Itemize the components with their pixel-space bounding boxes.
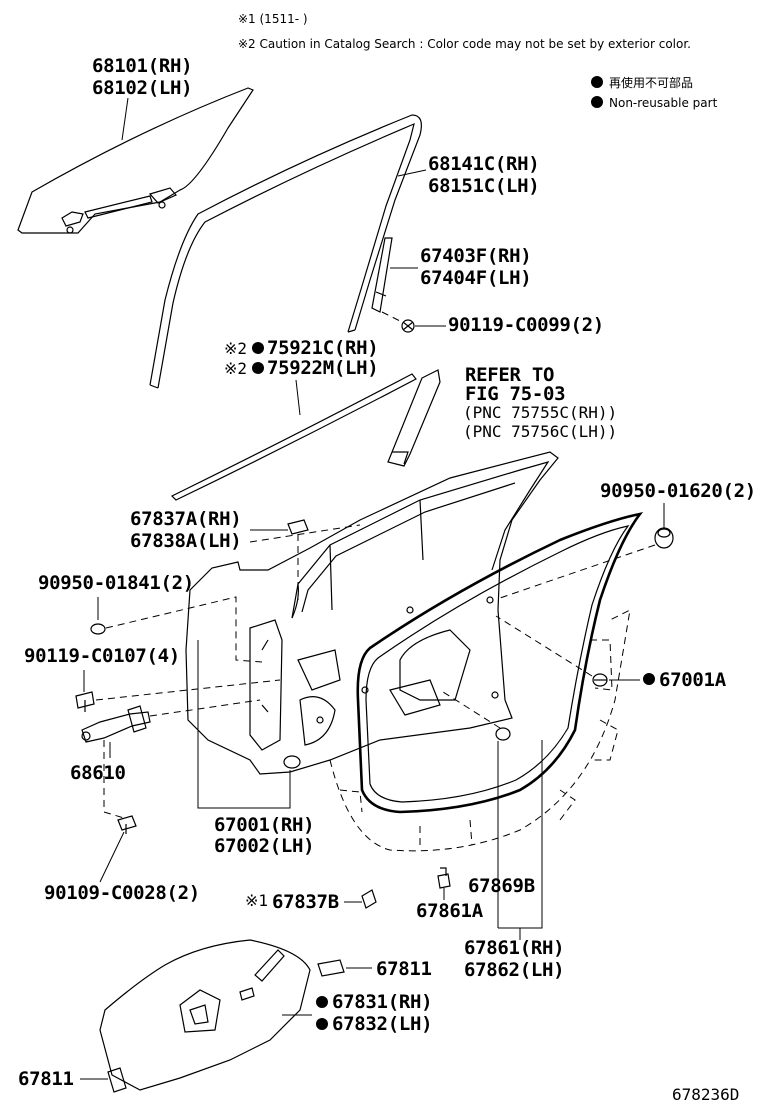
dash-guide	[439, 689, 501, 729]
pad-67837b[interactable]	[361, 889, 377, 909]
label-90950-01841: 90950-01841(2)	[38, 572, 194, 594]
non-reusable-dot-icon	[252, 342, 264, 354]
leader-bracket	[498, 740, 543, 929]
label-67862: 67862(LH)	[464, 959, 564, 981]
dash-guide	[105, 596, 263, 663]
label-68610: 68610	[70, 762, 126, 784]
label-68151c: 68151C(LH)	[428, 175, 539, 197]
label-67869b: 67869B	[468, 875, 535, 897]
rear-sash[interactable]	[371, 237, 393, 313]
dash-guide	[103, 740, 125, 819]
label-75921c: 75921C(RH)	[267, 337, 378, 359]
weatherstrip[interactable]	[356, 512, 644, 814]
label-67001a: 67001A	[659, 669, 727, 691]
label-67831: 67831(RH)	[332, 991, 432, 1013]
non-reusable-dot-icon	[643, 673, 655, 685]
dash-guide	[249, 524, 361, 543]
label-67837a: 67837A(RH)	[130, 508, 241, 530]
clip-67869b[interactable]	[495, 727, 511, 741]
bolt-c0099[interactable]	[381, 311, 415, 333]
non-reusable-dot-icon	[316, 996, 328, 1008]
label-pnc-rh: (PNC 75755C(RH))	[463, 403, 617, 422]
label-67838a: 67838A(LH)	[130, 530, 241, 552]
label-refer-to: REFER TO	[465, 364, 554, 386]
label-fig: FIG 75-03	[465, 383, 565, 405]
label-90950-01620: 90950-01620(2)	[600, 480, 756, 502]
leader-line	[295, 379, 301, 416]
label-68141c: 68141C(RH)	[428, 153, 539, 175]
label-67861: 67861(RH)	[464, 937, 564, 959]
lower-door-structure	[329, 609, 631, 852]
dash-guide	[95, 679, 281, 701]
label-90119-c0107: 90119-C0107(4)	[24, 645, 180, 667]
door-check[interactable]	[81, 705, 151, 743]
label-67001: 67001(RH)	[214, 814, 314, 836]
leader-line	[121, 97, 129, 141]
door-panel[interactable]	[185, 451, 559, 775]
non-reusable-dot-icon	[591, 76, 603, 88]
note-2: ※2 Caution in Catalog Search : Color cod…	[238, 37, 691, 51]
bolt-c0028[interactable]	[117, 815, 137, 834]
label-67861a: 67861A	[416, 900, 484, 922]
dash-guide	[149, 699, 261, 717]
service-hole-cover[interactable]	[99, 939, 311, 1091]
foam-67811-bottom[interactable]	[107, 1067, 127, 1093]
label-67811-bottom: 67811	[18, 1068, 74, 1090]
note-1: ※1 (1511- )	[238, 12, 308, 26]
legend-jp: 再使用不可部品	[609, 75, 693, 90]
non-reusable-dot-icon	[591, 96, 603, 108]
dash-guide	[499, 544, 656, 599]
dash-guide	[495, 615, 593, 677]
label-90109-c0028: 90109-C0028(2)	[44, 882, 200, 904]
figure-id: 678236D	[672, 1085, 739, 1104]
mark-2a: ※2	[224, 339, 247, 358]
label-67002: 67002(LH)	[214, 835, 314, 857]
non-reusable-dot-icon	[316, 1018, 328, 1030]
leader-bracket	[197, 640, 291, 809]
bolt-c0107[interactable]	[75, 691, 95, 712]
leader-line	[397, 169, 427, 177]
frame-pad[interactable]	[287, 519, 309, 535]
label-67832: 67832(LH)	[332, 1013, 432, 1035]
mark-1: ※1	[245, 891, 268, 910]
door-glass[interactable]	[17, 87, 254, 234]
glass-run[interactable]	[149, 114, 422, 389]
plug-01841[interactable]	[90, 623, 106, 635]
non-reusable-dot-icon	[252, 362, 264, 374]
regulator-bracket	[389, 679, 441, 716]
label-pnc-lh: (PNC 75756C(LH))	[463, 422, 617, 441]
label-67811-top: 67811	[376, 958, 432, 980]
label-68101: 68101(RH)	[92, 55, 192, 77]
label-90119-c0099: 90119-C0099(2)	[448, 314, 604, 336]
window-regulator	[399, 629, 471, 701]
clip-01620[interactable]	[654, 527, 674, 549]
belt-moulding[interactable]	[170, 373, 417, 501]
clip-67861a[interactable]	[437, 867, 451, 889]
label-67403f: 67403F(RH)	[420, 245, 531, 267]
mark-2b: ※2	[224, 359, 247, 378]
label-68102: 68102(LH)	[92, 77, 192, 99]
foam-67811-top[interactable]	[317, 959, 345, 977]
label-75922m: 75922M(LH)	[267, 357, 378, 379]
outer-garnish[interactable]	[387, 369, 441, 467]
leader-line	[99, 831, 125, 883]
legend-en: Non-reusable part	[609, 96, 718, 110]
seal-67001a[interactable]	[592, 673, 608, 687]
label-67404f: 67404F(LH)	[420, 267, 531, 289]
label-67837b: 67837B	[272, 891, 339, 913]
